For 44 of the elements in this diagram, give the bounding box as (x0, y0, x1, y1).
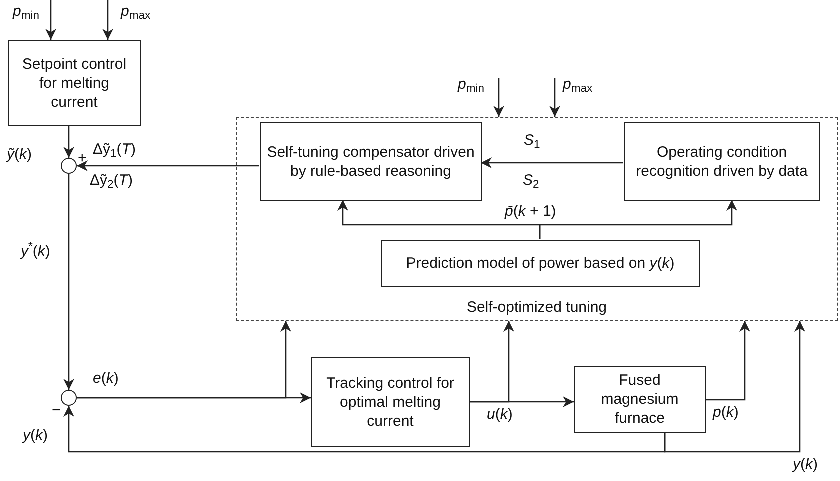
group-title: Self-optimized tuning (466, 299, 608, 317)
box-text: Tracking control for optimal melting current (326, 374, 456, 430)
summing-junction (61, 390, 77, 406)
box-text: Operating condition recognition driven by data (635, 142, 809, 180)
edge-label: e(k) (92, 370, 120, 388)
arrow (46, 0, 56, 40)
edge-label: y$^{*}$(k) (20, 243, 52, 261)
signal-label: + (78, 150, 87, 168)
arrow (706, 321, 750, 401)
edge-label: ỹ(k) (6, 146, 33, 164)
box-text: Self-tuning compensator driven by rule-based reasoning (266, 142, 476, 180)
arrow (77, 321, 292, 399)
process-box (381, 240, 700, 287)
edge-label: Δỹ$_{1}$(T) (92, 141, 137, 159)
arrow (102, 0, 114, 40)
arrow (550, 78, 560, 117)
signal-label: Δỹ$_{2}$(T) (90, 172, 133, 190)
arrow (77, 160, 259, 172)
signal-label: S$_{2}$ (523, 172, 540, 190)
process-box (311, 357, 470, 447)
process-box (8, 40, 141, 126)
summing-junction (61, 158, 77, 174)
edge-label: S$_{1}$ (523, 132, 542, 150)
edge-label: y(k) (792, 456, 819, 474)
arrow (470, 321, 514, 403)
dashed-group (236, 117, 838, 321)
box-text: Prediction model of power based on y(k) (406, 254, 675, 273)
arrow (64, 174, 74, 390)
arrow (481, 158, 623, 168)
signal-label: − (52, 402, 61, 420)
edge-label: u(k) (486, 406, 514, 424)
box-text: Fused magnesium furnace (600, 371, 680, 428)
arrow (664, 321, 806, 453)
process-box (574, 366, 706, 433)
box-text: Setpoint control for melting current (21, 54, 128, 112)
edge-label: p̄(k + 1) (504, 203, 558, 221)
process-box (260, 122, 482, 201)
arrow (539, 200, 738, 239)
arrow (64, 406, 666, 453)
arrow (64, 126, 74, 158)
arrow (494, 78, 504, 117)
edge-label: y(k) (22, 427, 49, 445)
edge-label: p(k) (712, 404, 740, 422)
process-box (624, 122, 820, 201)
